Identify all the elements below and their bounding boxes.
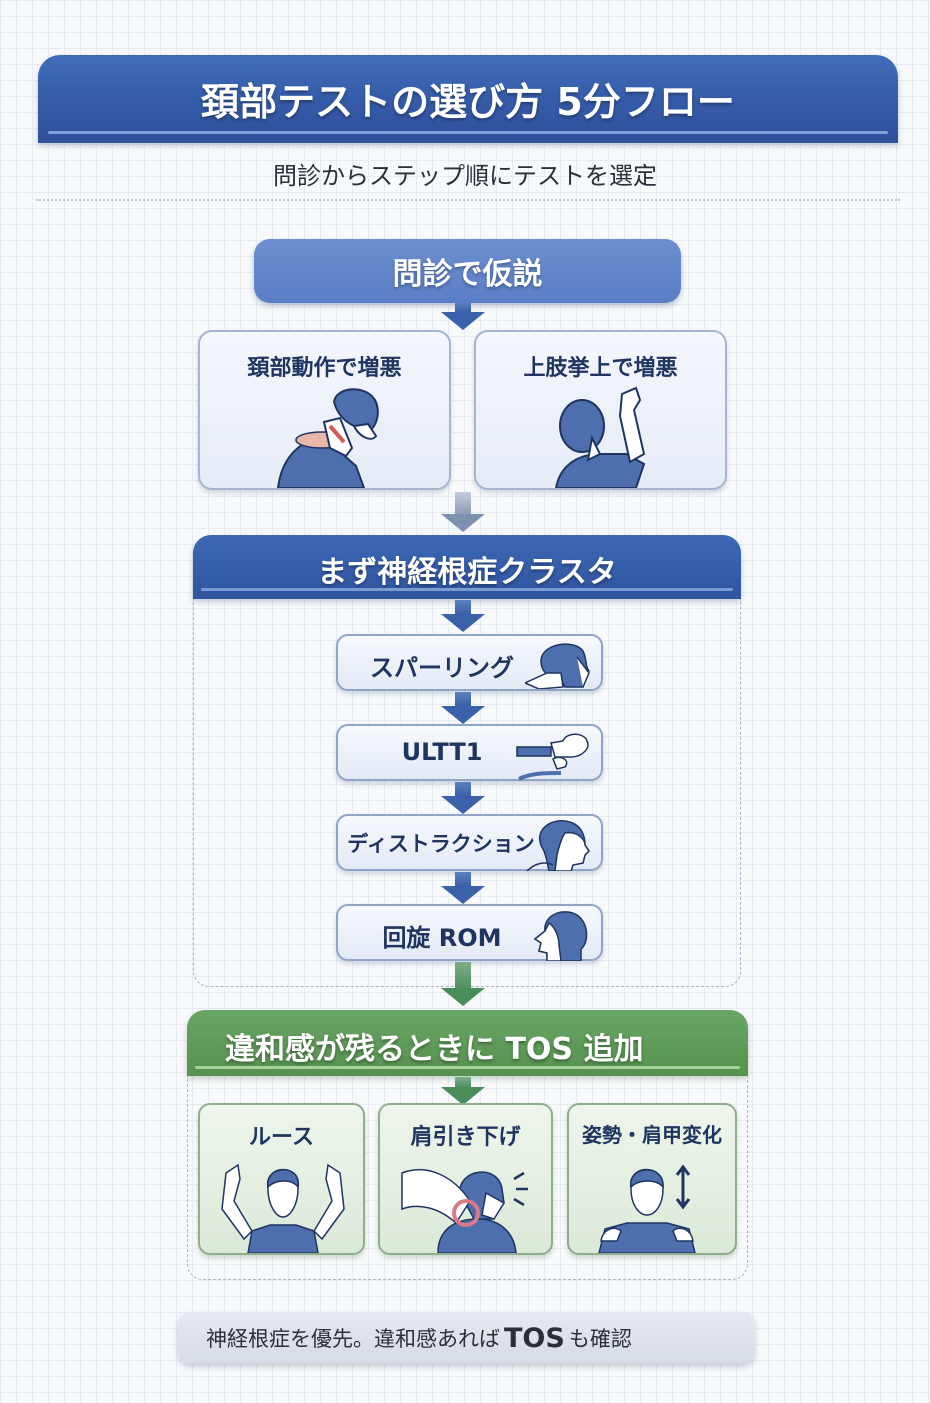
page-title: 頚部テストの選び方 5分フロー bbox=[201, 80, 735, 124]
title-underline bbox=[48, 131, 888, 134]
test-label: ルース bbox=[249, 1125, 314, 1150]
section-title: 違和感が残るときに TOS 追加 bbox=[225, 1032, 644, 1067]
footer-text-before: 神経根症を優先。違和感あれば bbox=[206, 1327, 500, 1351]
neck-pain-figure-icon bbox=[276, 388, 379, 488]
shoulder-depression-icon bbox=[401, 1169, 528, 1253]
symptom-label: 上肢挙上で増悪 bbox=[523, 356, 678, 381]
roos-arms-raised-icon bbox=[221, 1163, 345, 1253]
rotation-head-icon bbox=[533, 911, 588, 961]
tos-test-shoulder-depression: 肩引き下げ bbox=[378, 1103, 553, 1255]
arrow-down-icon bbox=[441, 1077, 485, 1105]
tos-test-roos: ルース bbox=[198, 1103, 365, 1255]
ultt1-arm-icon bbox=[516, 733, 589, 781]
test-label: 姿勢・肩甲変化 bbox=[582, 1123, 722, 1147]
title-banner: 頚部テストの選び方 5分フロー bbox=[38, 55, 898, 143]
arrow-down-icon bbox=[441, 600, 485, 632]
footer-text-after: も確認 bbox=[568, 1327, 632, 1351]
page-subtitle: 問診からステップ順にテストを選定 bbox=[273, 162, 657, 190]
arrow-down-icon bbox=[441, 872, 485, 904]
section-header-radiculopathy: まず神経根症クラスタ bbox=[193, 535, 741, 599]
posture-shoulder-change-icon bbox=[598, 1164, 696, 1253]
symptom-label: 頚部動作で増悪 bbox=[247, 356, 402, 381]
test-label: ディストラクション bbox=[347, 832, 535, 856]
test-spurling: スパーリング bbox=[336, 634, 603, 691]
test-label: スパーリング bbox=[370, 654, 514, 682]
arrow-down-icon bbox=[441, 492, 485, 532]
section-underline bbox=[195, 1066, 740, 1069]
test-label: 肩引き下げ bbox=[410, 1125, 521, 1150]
arm-raise-figure-icon bbox=[554, 386, 646, 488]
spurling-test-icon bbox=[525, 643, 591, 689]
tos-test-posture-shoulder: 姿勢・肩甲変化 bbox=[567, 1103, 737, 1255]
test-distraction: ディストラクション bbox=[336, 814, 603, 871]
distraction-head-icon bbox=[526, 820, 590, 871]
summary-footer: 神経根症を優先。違和感あれば TOS も確認 bbox=[178, 1312, 755, 1364]
header-divider bbox=[36, 199, 900, 201]
footer-emphasis: TOS bbox=[504, 1322, 565, 1354]
arrow-down-icon bbox=[441, 962, 485, 1006]
symptom-card-arm-elevation: 上肢挙上で増悪 bbox=[474, 330, 727, 490]
start-node-history: 問診で仮説 bbox=[254, 239, 681, 303]
tos-container bbox=[187, 1076, 748, 1280]
section-header-tos: 違和感が残るときに TOS 追加 bbox=[187, 1010, 748, 1076]
test-ultt1: ULTT1 bbox=[336, 724, 603, 781]
arrow-down-icon bbox=[441, 782, 485, 814]
section-title: まず神経根症クラスタ bbox=[317, 555, 617, 590]
arrow-down-icon bbox=[441, 692, 485, 724]
test-label: ULTT1 bbox=[401, 738, 483, 766]
symptom-card-neck-movement: 頚部動作で増悪 bbox=[198, 330, 451, 490]
test-label: 回旋 ROM bbox=[382, 924, 502, 952]
arrow-down-icon bbox=[441, 302, 485, 330]
test-rotation-rom: 回旋 ROM bbox=[336, 904, 603, 961]
section-underline bbox=[201, 588, 733, 591]
